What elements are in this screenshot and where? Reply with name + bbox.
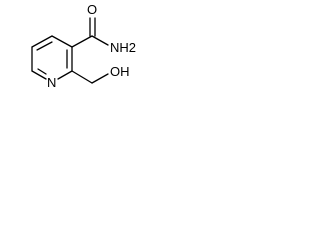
methylene-to-hydroxyl-bond	[91, 73, 109, 84]
ring-bond-lower-right	[57, 70, 73, 80]
ring-bond-lower-left	[31, 70, 47, 80]
ring-double-bond-inner-bottom	[37, 68, 47, 75]
pyridine-ring	[31, 35, 73, 80]
hydroxyl-group-label: OH	[110, 64, 130, 79]
ring-to-carbonyl-bond	[71, 35, 93, 48]
carbonyl-oxygen-label: O	[87, 2, 97, 17]
carboxamide-group	[71, 17, 109, 48]
carbonyl-to-amide-bond	[91, 35, 109, 46]
ring-double-bond-inner-top	[36, 41, 53, 51]
molecule-structure: N O NH2 OH	[31, 2, 136, 90]
hydroxymethyl-group	[71, 70, 109, 84]
amide-group-label: NH2	[110, 40, 136, 55]
ring-bond-top-left	[31, 35, 53, 48]
ring-bond-top-right	[51, 35, 73, 48]
ring-nitrogen-label: N	[47, 75, 56, 90]
ring-to-methylene-bond	[71, 70, 93, 84]
